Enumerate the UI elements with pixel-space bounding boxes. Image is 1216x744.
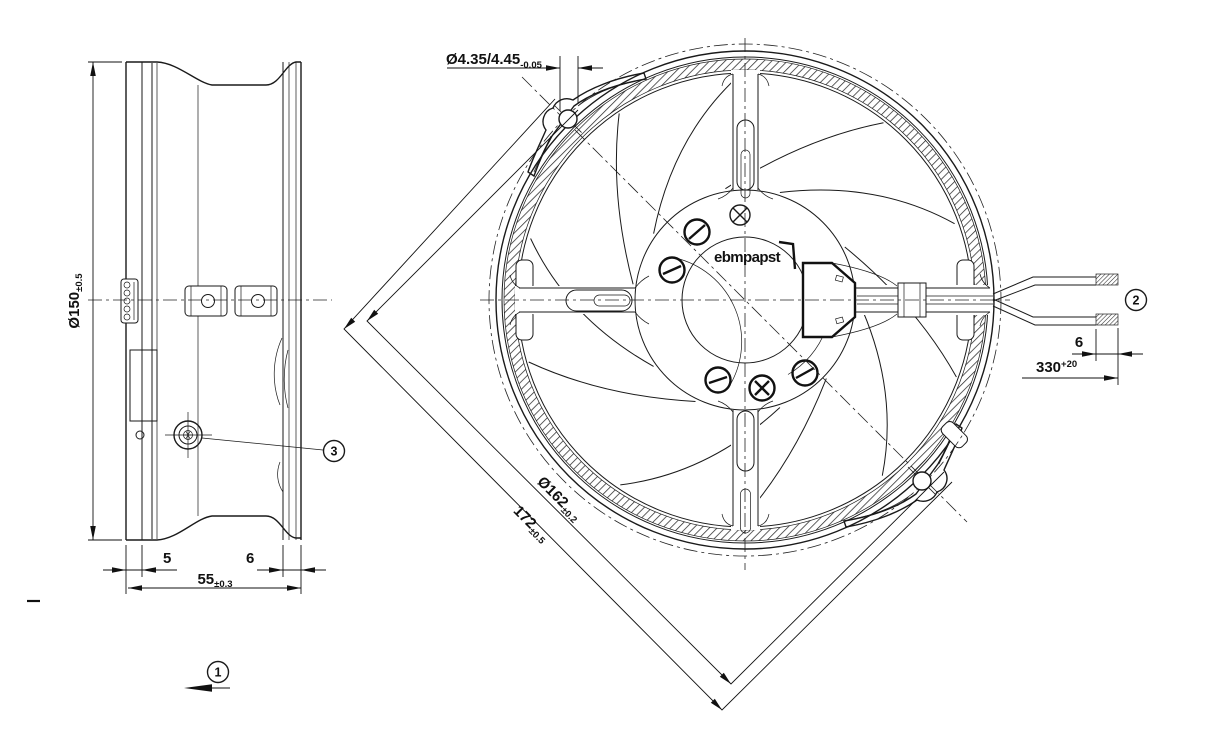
- housing-screw: [165, 412, 212, 458]
- callout-label-1: 1: [215, 666, 222, 680]
- callout-label-3: 3: [331, 445, 338, 459]
- nameplate: [129, 349, 158, 422]
- dim-text-lead-strip: 6: [1075, 334, 1083, 351]
- callout-circle-1: [206, 660, 230, 684]
- dim-text-diagonal-outer: 172±0.5: [508, 502, 553, 547]
- cable-clamp-blocks: [184, 285, 278, 317]
- mounting-hole-nw: [558, 109, 578, 129]
- dim-lead-length: 330+20: [1022, 359, 1118, 381]
- dim-text-lead-length: 330+20: [1036, 359, 1077, 376]
- front-view: ebmpapst: [480, 38, 1119, 570]
- terminal-box: [801, 261, 898, 339]
- dim-rear-flange: 6: [246, 545, 326, 594]
- airflow-arrow: [184, 684, 212, 692]
- dim-text-front-flange: 5: [163, 550, 171, 567]
- blade-profile-hint: [283, 349, 289, 409]
- callout-circle-2: [1124, 288, 1148, 312]
- housing-ears: [515, 259, 975, 449]
- dim-text-housing-diameter: Ø150±0.5: [66, 273, 85, 329]
- dim-mounting-hole: Ø4.35/4.45-0.05: [446, 51, 603, 111]
- dim-total-depth: 55±0.3: [128, 571, 301, 591]
- dim-text-rear-flange: 6: [246, 550, 254, 567]
- callout-circle-3: [322, 439, 346, 463]
- mounting-hole-se: [912, 471, 932, 491]
- callout-label-2: 2: [1133, 294, 1140, 308]
- callout-screw: 3: [201, 437, 346, 463]
- dim-front-flange: 5: [103, 545, 177, 594]
- side-view: [88, 61, 332, 541]
- wire-stripped-end-lower: [1095, 313, 1119, 326]
- blade-profile-hint: [277, 461, 284, 493]
- blade-profile-hint: [273, 337, 283, 406]
- lead-wires: [992, 273, 1119, 326]
- logo-bracket: [778, 240, 797, 270]
- dim-housing-diameter: Ø150±0.5: [66, 61, 122, 541]
- wire-stripped-end-upper: [1095, 273, 1119, 286]
- callout-leads: 2: [1124, 288, 1148, 312]
- brand-logo: ebmpapst: [714, 249, 781, 266]
- pitch-circle: [488, 43, 1002, 557]
- callout-airflow: 1: [184, 660, 230, 692]
- dim-text-diagonal-inner: Ø162±0.2: [532, 473, 584, 525]
- cable-exit-side: [120, 278, 139, 324]
- dim-diagonals: Ø162±0.2 172±0.5: [343, 98, 953, 711]
- earth-symbol: [729, 204, 751, 226]
- dim-lead-strip: 6: [1072, 328, 1143, 385]
- front-centerline-diagonal: [521, 76, 968, 523]
- dim-text-total-depth: 55±0.3: [197, 571, 232, 590]
- dim-text-mounting-hole: Ø4.35/4.45-0.05: [446, 51, 543, 71]
- mounting-tabs: [527, 72, 963, 528]
- pilot-hole: [135, 430, 145, 440]
